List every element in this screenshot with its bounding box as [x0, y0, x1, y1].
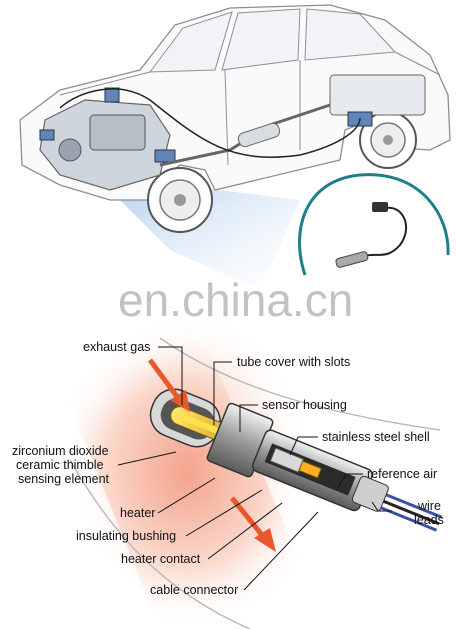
label-wire-line1: wire [417, 499, 441, 513]
muffler [329, 74, 426, 116]
label-cable-connector: cable connector [150, 583, 238, 597]
car-side-window-front [221, 8, 301, 71]
pipe-wall-lower [69, 459, 251, 629]
label-tube-cover: tube cover with slots [237, 355, 350, 369]
label-zirconium-line1: zirconium dioxide [12, 444, 109, 458]
heater-contact [298, 460, 322, 479]
label-reference-air: reference air [367, 467, 437, 481]
sensor-location-beam [95, 175, 300, 290]
engine-block [39, 87, 176, 191]
label-heater: heater [120, 506, 155, 520]
label-zirconium-line2: ceramic thimble [16, 458, 104, 472]
sensor-cross-section [40, 310, 443, 629]
label-zirconium-line3: sensing element [18, 472, 110, 486]
callout-labels: exhaust gas tube cover with slots sensor… [12, 340, 444, 597]
car-illustration [19, 4, 451, 290]
front-wheel [147, 167, 213, 233]
label-exhaust-gas: exhaust gas [83, 340, 150, 354]
label-insulating-bushing: insulating bushing [76, 529, 176, 543]
wire-lead-1 [385, 493, 443, 519]
label-stainless-shell: stainless steel shell [322, 430, 430, 444]
catalytic-converter [237, 122, 281, 148]
exhaust-flow-arrow-in [147, 358, 190, 412]
cable-connector [351, 475, 389, 512]
wire-lead-2 [382, 499, 440, 526]
car-side-window-rear [304, 8, 397, 61]
label-wire-line2: leads [414, 513, 444, 527]
exhaust-flow-arrow-out [230, 496, 276, 552]
car-windshield [148, 11, 233, 73]
leader-lines [117, 346, 392, 591]
label-heater-contact: heater contact [121, 552, 201, 566]
sensor-inset [298, 173, 450, 276]
pipe-wall-upper [159, 337, 441, 431]
rear-wheel [359, 111, 417, 169]
wiring-harness [59, 88, 361, 158]
label-sensor-housing: sensor housing [262, 398, 347, 412]
oxygen-sensor-body [149, 388, 443, 532]
wire-lead-3 [380, 506, 438, 532]
